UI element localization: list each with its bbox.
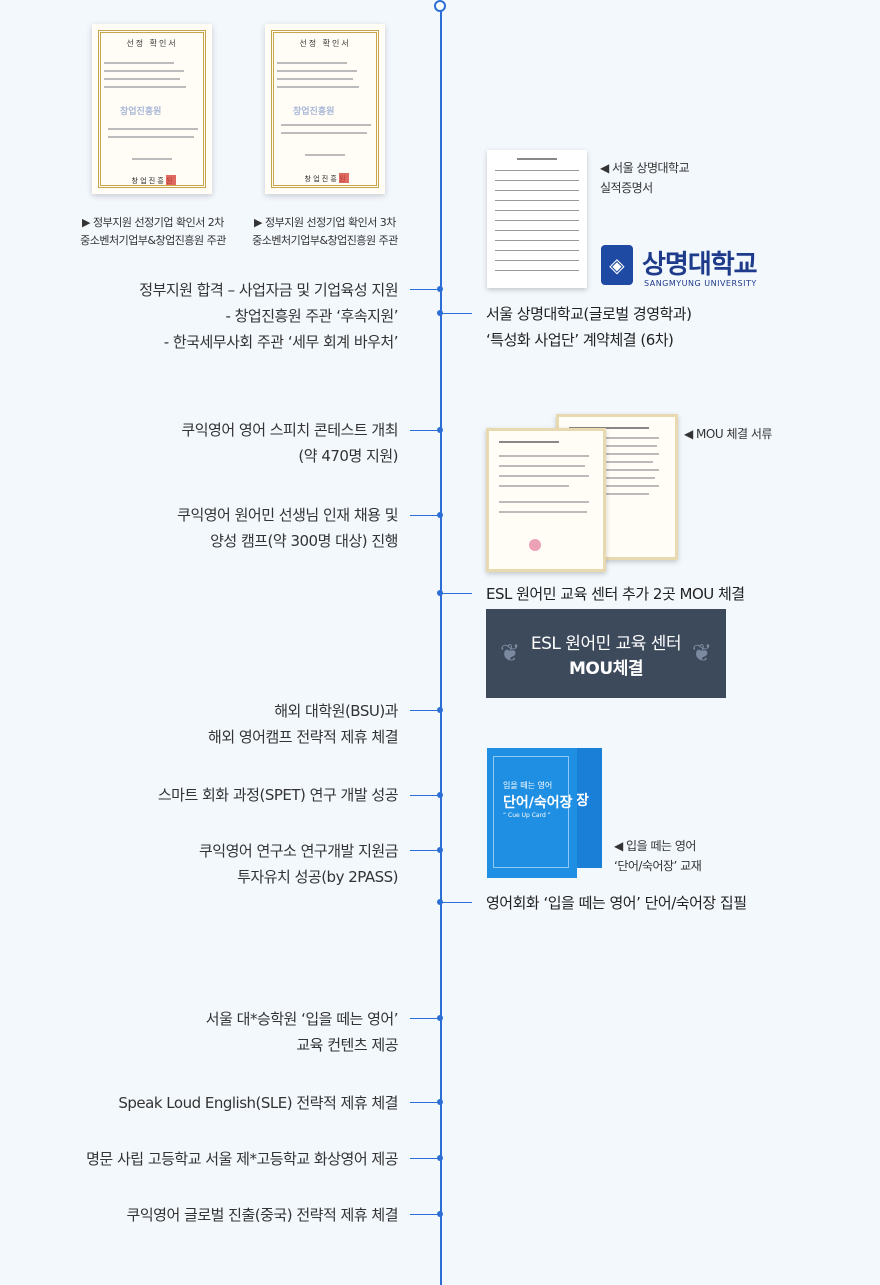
event-spet-development: 스마트 회화 과정(SPET) 연구 개발 성공 (157, 786, 399, 804)
mou-banner-line1: ESL 원어민 교육 센터 (530, 634, 682, 654)
laurel-left-icon: ❦ (500, 639, 521, 667)
certificate-logo: 창업진흥원 (293, 107, 335, 117)
book-front-cover: 입을 떼는 영어 단어/숙어장 “ Cue Up Card ” (487, 748, 577, 878)
certificate-caption-2nd: ▶ 정부지원 선정기업 확인서 2차 중소벤처기업부&창업진흥원 주관 (80, 216, 226, 247)
certificate-caption-3rd: ▶ 정부지원 선정기업 확인서 3차 중소벤처기업부&창업진흥원 주관 (252, 216, 398, 247)
event-speech-contest: 쿠익영어 영어 스피치 콘테스트 개최 (약 470명 지원) (181, 421, 398, 465)
sangmyung-certificate-doc (487, 150, 587, 288)
timeline-line (440, 6, 442, 1285)
event-china-expansion: 쿠익영어 글로벌 진출(중국) 전략적 제휴 체결 (126, 1206, 399, 1224)
certificate-title: 선정 확인서 (126, 39, 178, 48)
event-native-teacher-camp: 쿠익영어 원어민 선생님 인재 채용 및 양성 캠프(약 300명 대상) 진행 (177, 506, 398, 550)
event-research-funding: 쿠익영어 연구소 연구개발 지원금 투자유치 성공(by 2PASS) (198, 842, 399, 886)
book-label: ◀ 입을 떼는 영어 ‘단어/숙어장’ 교재 (614, 839, 702, 873)
event-bsu-partnership: 해외 대학원(BSU)과 해외 영어캠프 전략적 제휴 체결 (208, 702, 398, 746)
seal-stamp (339, 173, 349, 183)
event-sle-partnership: Speak Loud English(SLE) 전략적 제휴 체결 (118, 1094, 398, 1112)
seal-stamp (166, 175, 176, 185)
timeline-start-marker (434, 0, 446, 12)
mou-banner: ❦ ❦ ESL 원어민 교육 센터 MOU체결 (486, 609, 726, 698)
mou-banner-line2: MOU체결 (569, 659, 643, 679)
mou-document-front (486, 428, 606, 572)
certificate-logo: 창업진흥원 (120, 107, 162, 117)
mou-doc-label: ◀ MOU 체결 서류 (684, 427, 772, 441)
event-sangmyung-contract: 서울 상명대학교(글로벌 경영학과) ‘특성화 사업단’ 계약체결 (6차) (486, 305, 692, 349)
event-high-school-video-english: 명문 사립 고등학교 서울 제*고등학교 화상영어 제공 (86, 1150, 398, 1168)
event-esl-mou: ESL 원어민 교육 센터 추가 2곳 MOU 체결 (486, 585, 745, 603)
laurel-right-icon: ❦ (691, 639, 712, 667)
sangmyung-logo-icon: ◈ (601, 245, 633, 285)
sangmyung-univ-name: 상명대학교 (642, 250, 758, 280)
sangmyung-doc-label: ◀ 서울 상명대학교 실적증명서 (600, 161, 690, 195)
event-vocabulary-book: 영어회화 ‘입을 떼는 영어’ 단어/숙어장 집필 (486, 894, 747, 912)
certificate-image-3rd: 선정 확인서 창업진흥원 창 업 진 흥 원 (265, 24, 385, 194)
certificate-footer: 창 업 진 흥 원 (304, 175, 346, 183)
event-academy-content: 서울 대*승학원 ‘입을 떼는 영어’ 교육 컨텐츠 제공 (205, 1010, 399, 1054)
certificate-image-2nd: 선정 확인서 창업진흥원 창 업 진 흥 원 (92, 24, 212, 194)
sangmyung-univ-name-en: SANGMYUNG UNIVERSITY (644, 279, 757, 288)
certificate-title: 선정 확인서 (299, 39, 351, 48)
certificate-footer: 창 업 진 흥 원 (131, 177, 173, 185)
event-government-support: 정부지원 합격 – 사업자금 및 기업육성 지원 - 창업진흥원 주관 ‘후속지… (139, 281, 398, 351)
